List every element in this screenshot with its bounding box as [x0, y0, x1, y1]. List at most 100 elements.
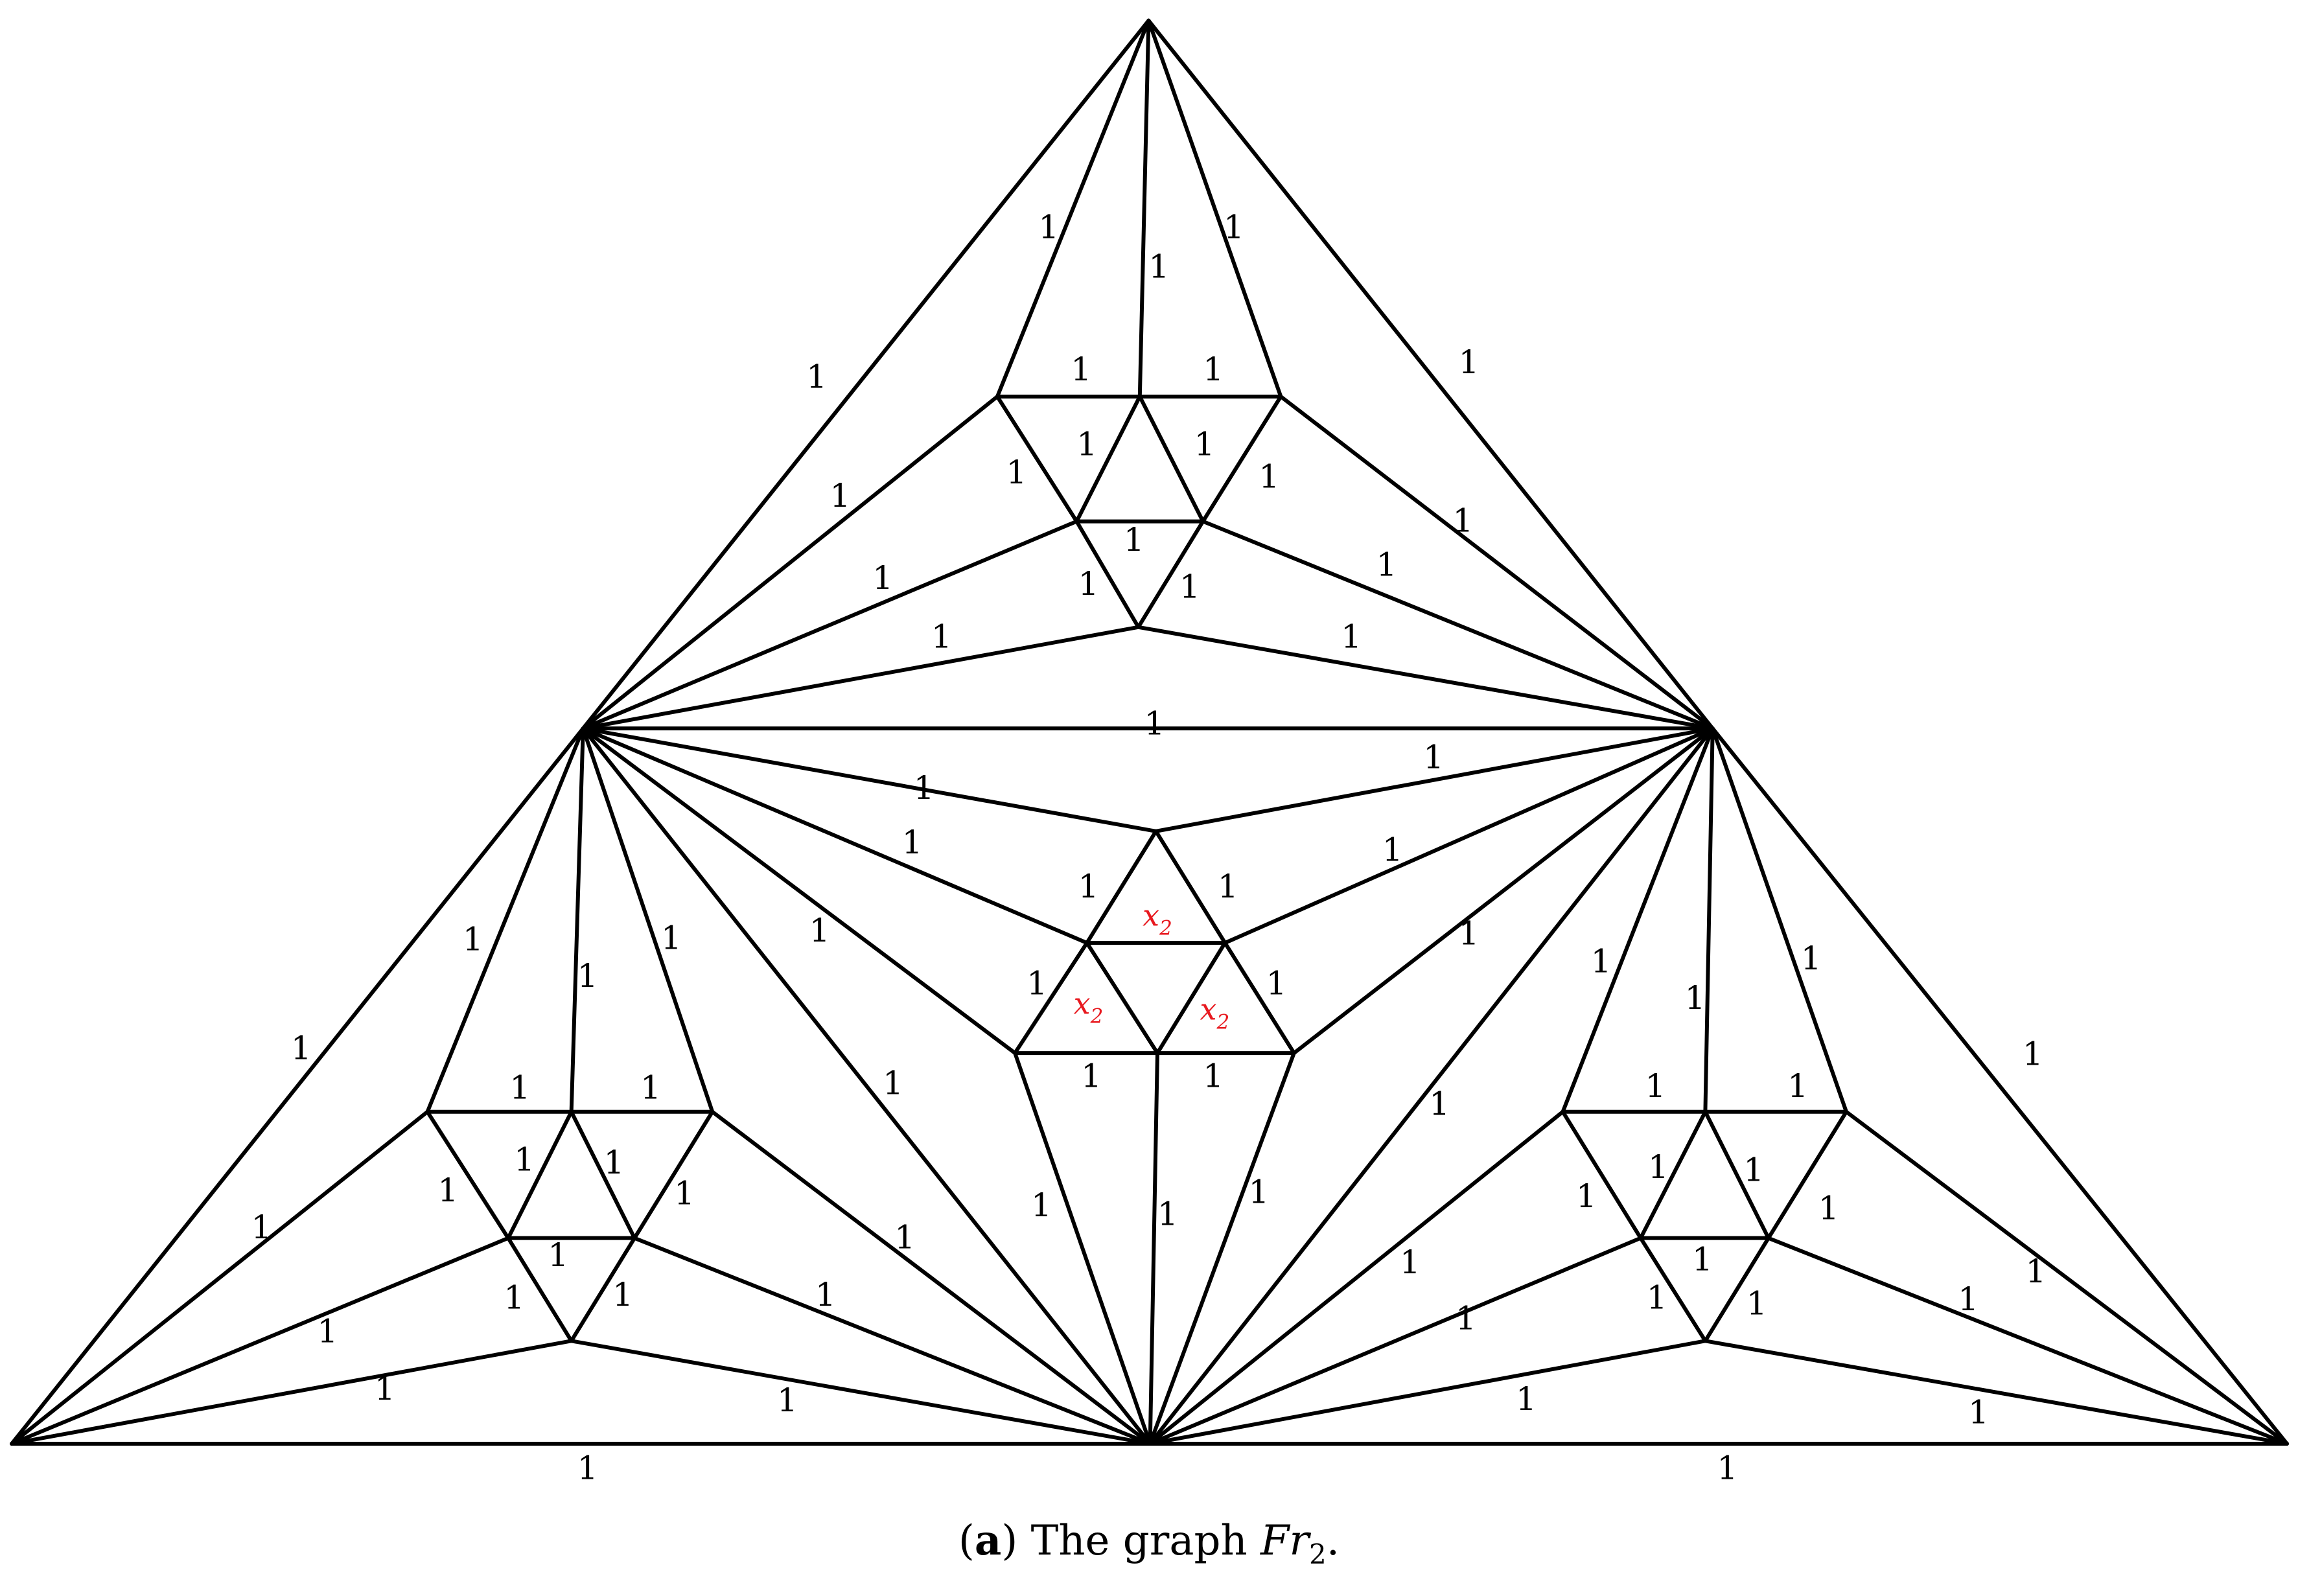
caption-text: The graph: [1017, 1517, 1261, 1565]
edge-ml-bl: [10, 726, 585, 1446]
edge-weight-label: 1: [815, 1276, 836, 1313]
edge-weight-label: 1: [883, 1065, 903, 1102]
edge-weight-label: 1: [661, 919, 682, 956]
edge-lMR-lB: [569, 1236, 637, 1343]
edge-bl-lB: [10, 1339, 574, 1446]
edge-rTR-rMR: [1766, 1109, 1848, 1240]
edge-weight-label: 1: [1958, 1280, 1979, 1318]
edge-weight-label: 1: [251, 1209, 272, 1246]
edge-cL-cBM: [1085, 941, 1160, 1056]
edge-mr-cR: [1223, 726, 1715, 945]
edge-weight-label: 1: [1516, 1380, 1537, 1418]
edge-weight-label: 1: [1591, 943, 1612, 980]
edge-top-tTR: [1146, 18, 1283, 399]
caption-open-paren: (: [958, 1517, 975, 1565]
edge-weight-label: 1: [1692, 1241, 1713, 1278]
edge-weight-label: 1: [902, 824, 923, 861]
edge-weight-label: 1: [1648, 1148, 1669, 1186]
edge-weight-label: 1: [1259, 458, 1279, 496]
edge-ml-cA: [581, 726, 1158, 833]
edge-weight-label: 1: [1459, 914, 1480, 952]
edge-weight-label: 1: [1747, 1285, 1767, 1323]
edge-weight-label: 1: [777, 1382, 798, 1419]
edge-mr-rTR: [1710, 726, 1848, 1114]
edge-weight-label: 1: [806, 358, 827, 395]
edge-ml-cL: [581, 726, 1089, 945]
edge-cR-cBR: [1223, 941, 1296, 1056]
edge-weight-label: 1: [1081, 1057, 1102, 1094]
special-weight-label: x2: [1074, 986, 1104, 1028]
caption-close-paren: ): [1001, 1517, 1018, 1565]
edge-weight-label: 1: [1076, 426, 1097, 463]
edge-tTM-tMR: [1137, 394, 1205, 524]
special-weight-label: x2: [1200, 991, 1230, 1034]
edge-ml-bm: [581, 726, 1152, 1446]
edge-bm-mr: [1148, 726, 1715, 1446]
edge-lTL-lML: [425, 1109, 511, 1240]
edge-br-rB: [1703, 1339, 2289, 1446]
edge-bl-lTL: [10, 1109, 430, 1446]
edge-weight-label: 1: [1743, 1151, 1764, 1188]
edge-top-tTL: [995, 18, 1151, 399]
special-weight-label: x2: [1143, 897, 1172, 940]
edge-weight-label: 1: [1078, 565, 1099, 603]
edge-mr-tB: [1136, 625, 1715, 731]
edge-cR-cBM: [1155, 941, 1227, 1056]
edge-weight-label: 1: [1078, 868, 1099, 905]
edge-mr-cA: [1154, 726, 1715, 833]
edge-top-ml: [581, 18, 1151, 731]
edge-weight-label: 1: [1429, 1085, 1450, 1122]
edge-weight-label: 1: [1071, 351, 1091, 388]
edge-weight-label: 1: [2025, 1253, 2046, 1290]
edge-weight-label: 1: [1647, 1279, 1667, 1317]
caption-symbol: Fr: [1260, 1517, 1310, 1565]
edge-weight-label: 1: [1423, 739, 1444, 776]
edge-rTM-rMR: [1703, 1109, 1770, 1240]
edge-mr-tMR: [1201, 519, 1715, 731]
edge-weight-label: 1: [1038, 208, 1059, 246]
edge-weight-label: 1: [1341, 618, 1362, 656]
edge-ml-lTR: [581, 726, 715, 1114]
edge-ml-tTL: [581, 394, 999, 731]
edge-weight-label: 1: [2023, 1035, 2043, 1072]
edge-ml-lTL: [425, 726, 585, 1114]
edge-weight-label: 1: [1224, 208, 1244, 246]
edge-weight-label: 1: [1031, 1186, 1052, 1224]
edge-weight-label: 1: [1576, 1177, 1597, 1215]
edge-weight-label: 1: [1376, 546, 1397, 584]
edge-mr-rTL: [1561, 726, 1715, 1114]
edge-weight-label: 1: [1453, 502, 1474, 540]
edge-weight-label: 1: [504, 1279, 524, 1317]
edge-weight-label: 1: [1818, 1189, 1839, 1227]
edge-weight-label: 1: [830, 477, 851, 515]
edge-weight-label: 1: [1429, 1085, 1450, 1122]
edge-weight-label: 1: [872, 559, 893, 597]
edge-weight-label: 1: [1787, 1067, 1808, 1105]
edge-weight-label: 1: [577, 957, 598, 995]
edge-weight-label: 1: [437, 1172, 458, 1209]
edge-weight-label: 1: [514, 1141, 535, 1179]
edge-br-mr: [1710, 726, 2289, 1446]
edge-weight-label: 1: [1717, 1450, 1737, 1487]
caption-end: .: [1326, 1517, 1340, 1565]
edge-lTM-lMR: [569, 1109, 637, 1240]
edge-weight-label: 1: [809, 912, 830, 949]
edge-bm-cBM: [1148, 1051, 1160, 1446]
edge-weight-label: 1: [1179, 568, 1200, 606]
edge-weight-label: 1: [1968, 1393, 1989, 1431]
edge-bm-rTL: [1148, 1109, 1565, 1446]
edge-mr-cBR: [1292, 726, 1715, 1056]
edge-weight-label: 1: [1124, 521, 1144, 559]
edge-weight-label: 1: [291, 1029, 312, 1067]
edge-weight-label: 1: [1400, 1243, 1421, 1281]
edge-cL-cBL: [1013, 941, 1089, 1056]
edge-weight-label: 1: [1144, 704, 1165, 742]
edge-weight-label: 1: [894, 1219, 915, 1256]
edge-weight-label: 1: [1382, 831, 1403, 868]
edge-bm-cBL: [1013, 1051, 1152, 1446]
edge-weight-label: 1: [1027, 965, 1047, 1002]
edge-tTR-tMR: [1201, 394, 1283, 524]
edge-lTM-lML: [506, 1109, 574, 1240]
edge-weight-label: 1: [1266, 965, 1287, 1002]
